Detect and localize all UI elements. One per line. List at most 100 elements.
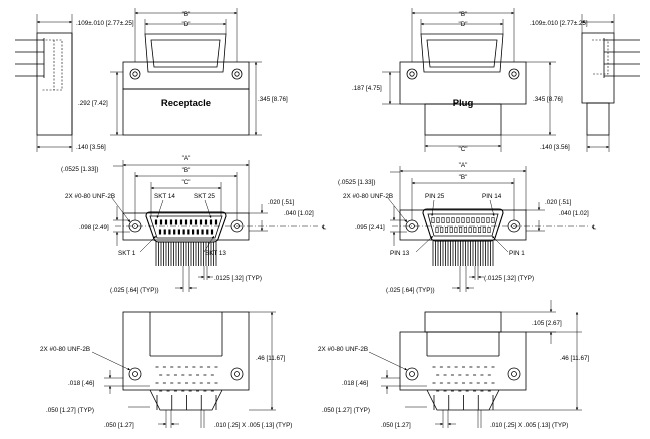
- contact-pin: [159, 219, 163, 225]
- plug-bottom-view: .105 [2.67] 2X #0-80 UNF-2B .46 [11.67] …: [318, 300, 590, 429]
- contact-pin: [179, 219, 183, 225]
- plug-centerline: ℄: [591, 224, 596, 231]
- plug-pin-row: .095 [2.41]: [355, 224, 385, 231]
- contact-socket: [473, 227, 477, 233]
- receptacle-front-dim-a: "A": [182, 155, 191, 162]
- receptacle-pitch: (.025 [.64] (TYP)): [110, 287, 159, 294]
- contact-socket: [461, 217, 465, 223]
- contact-pin: [214, 219, 218, 225]
- plug-height: .345 [8.76]: [533, 96, 563, 103]
- contact-pin: [177, 229, 181, 235]
- contact-socket: [482, 227, 486, 233]
- receptacle-side-depth-label: .140 [3.56]: [76, 144, 106, 151]
- plug-contact-grid: [432, 366, 495, 410]
- receptacle-pin-width: .0125 [.32] (TYP): [214, 275, 262, 282]
- plug-side-view: .109±.010 [2.77±.25] .140 [3.56]: [530, 14, 640, 152]
- plug-front-offset: (.0525 [1.33]): [338, 179, 375, 186]
- receptacle-side-width-label: .109±.010 [2.77±.25]: [76, 20, 134, 27]
- contact-socket: [476, 217, 480, 223]
- receptacle-leads: [155, 242, 217, 266]
- contact-pin: [174, 219, 178, 225]
- contact-pin: [204, 219, 208, 225]
- receptacle-front-dim-c: "C": [181, 179, 190, 186]
- contact-socket: [486, 217, 490, 223]
- contact-socket: [481, 217, 485, 223]
- plug-col-pitch: .050 [1.27]: [381, 422, 411, 429]
- plug-front-thread: 2X #0-80 UNF-2B: [343, 193, 393, 200]
- contact-socket: [440, 227, 444, 233]
- contact-pin: [206, 229, 209, 235]
- contact-pin: [182, 229, 185, 235]
- receptacle-height: .345 [8.76]: [258, 96, 288, 103]
- contact-socket: [466, 217, 470, 223]
- plug-right-top: .020 [.51]: [545, 199, 572, 206]
- contact-socket: [431, 217, 435, 223]
- receptacle-right-top: .020 [.51]: [268, 199, 295, 206]
- contact-pin: [199, 219, 203, 225]
- plug-front-dim-b: "B": [459, 174, 468, 181]
- contact-socket: [487, 227, 491, 233]
- receptacle-front-offset: (.0525 [1.33]): [61, 166, 98, 173]
- contact-pin: [173, 229, 176, 235]
- contact-socket: [435, 227, 439, 233]
- contact-pin: [158, 229, 162, 235]
- contact-pin: [196, 229, 199, 235]
- contact-socket: [444, 227, 448, 233]
- plug-dim-b: "B": [459, 11, 468, 18]
- plug-front-view: ℄ "A" "B" (.0525 [1.33]) 2X #0-80 UNF-2B…: [338, 162, 596, 294]
- receptacle-col-pitch: .050 [1.27]: [104, 422, 134, 429]
- receptacle-front-thread: 2X #0-80 UNF-2B: [65, 193, 115, 200]
- contact-socket: [471, 217, 475, 223]
- receptacle-pin-tol: .010 [.25] X .005 [.13] (TYP): [214, 422, 292, 429]
- plug-bottom-thread: 2X #0-80 UNF-2B: [318, 346, 368, 353]
- contact-pin: [154, 219, 158, 225]
- receptacle-right-bot: .040 [1.02]: [284, 210, 314, 217]
- contact-pin: [184, 219, 188, 225]
- plug-leads: [432, 241, 494, 266]
- contact-socket: [454, 227, 458, 233]
- receptacle-top-view: .109±.010 [2.77±.25] .140 [3.56] Recepta…: [15, 8, 288, 152]
- contact-socket: [451, 217, 455, 223]
- plug-pin-tol: .010 [.25] X .005 [.13] (TYP): [490, 422, 568, 429]
- receptacle-front-view: ℄ "A" "B" "C" (.0525 [1.33]) 2X #0-80 UN…: [61, 155, 326, 294]
- contact-socket: [491, 217, 495, 223]
- contact-socket: [468, 227, 472, 233]
- receptacle-face-height: .292 [7.42]: [78, 100, 108, 107]
- receptacle-label-skt25: SKT 25: [194, 193, 215, 200]
- contact-socket: [441, 217, 445, 223]
- contact-pin: [201, 229, 204, 235]
- plug-bottom-height: .46 [11.67]: [560, 355, 590, 362]
- contact-pin: [169, 219, 173, 225]
- receptacle-title: Receptacle: [161, 98, 211, 109]
- receptacle-socket-row-top: [154, 219, 218, 225]
- receptacle-hole-offset: .018 [.46]: [68, 380, 95, 387]
- contact-pin: [187, 229, 190, 235]
- plug-side-width-label: .109±.010 [2.77±.25]: [530, 20, 588, 27]
- plug-side-depth-label: .140 [3.56]: [540, 144, 570, 151]
- contact-pin: [194, 219, 198, 225]
- receptacle-pin-row: .098 [2.49]: [79, 224, 109, 231]
- plug-pin-row-bottom: [435, 227, 491, 233]
- receptacle-contact-grid: [155, 366, 218, 410]
- receptacle-centerline: ℄: [321, 224, 326, 231]
- contact-socket: [459, 227, 463, 233]
- plug-title: Plug: [453, 98, 474, 109]
- contact-pin: [209, 219, 213, 225]
- contact-pin: [164, 219, 168, 225]
- receptacle-dim-d: "D": [181, 21, 190, 28]
- receptacle-front-dim-b: "B": [182, 167, 191, 174]
- plug-pin-row-top: [431, 217, 495, 223]
- contact-pin: [191, 229, 195, 235]
- contact-socket: [449, 227, 453, 233]
- receptacle-label-skt14: SKT 14: [154, 193, 175, 200]
- plug-label-pin25: PIN 25: [425, 193, 445, 200]
- plug-front-dim-a: "A": [459, 162, 468, 169]
- contact-pin: [168, 229, 171, 235]
- contact-socket: [463, 227, 467, 233]
- plug-top-view: Plug "B" "D" "C" .187 [4.75] .345 [8.76]…: [352, 8, 640, 153]
- contact-pin: [189, 219, 193, 225]
- plug-face-height: .187 [4.75]: [352, 85, 382, 92]
- receptacle-dim-b: "B": [182, 11, 191, 18]
- receptacle-socket-row-bottom: [158, 229, 214, 235]
- plug-label-pin14: PIN 14: [482, 193, 502, 200]
